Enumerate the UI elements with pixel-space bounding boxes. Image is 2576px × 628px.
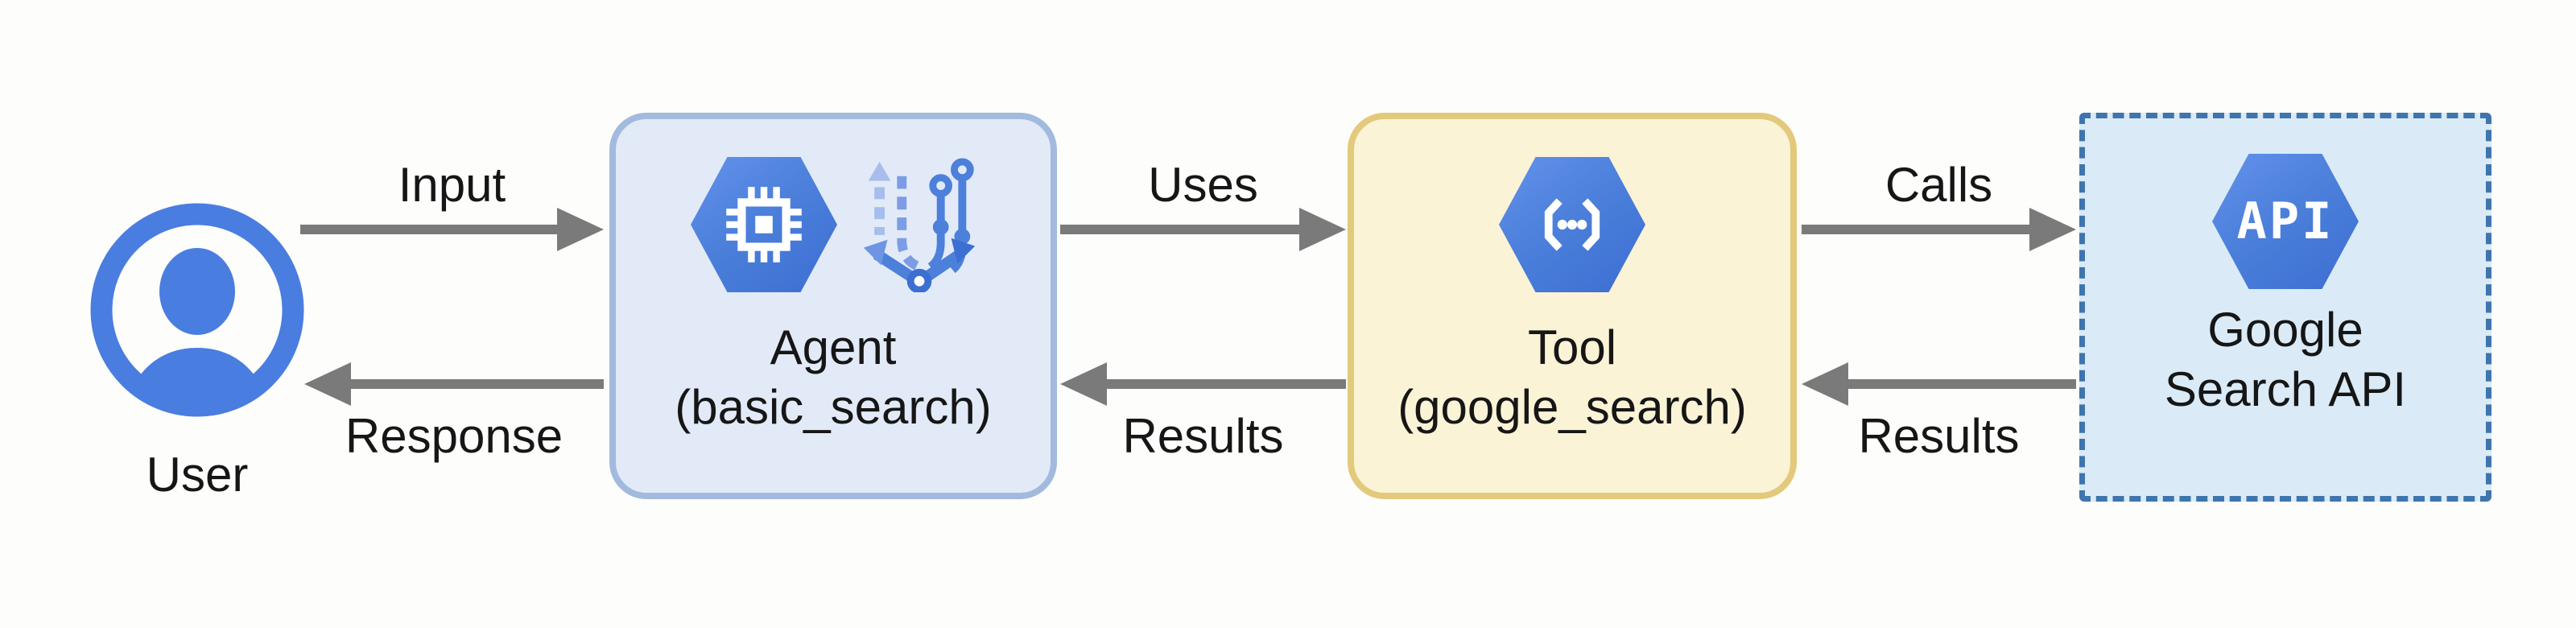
api-subtitle: Search API: [2164, 362, 2407, 416]
arrow-shaft: [300, 225, 565, 234]
arrow-shaft: [1840, 379, 2076, 389]
edge-results-label: Results: [1122, 409, 1284, 463]
edge-uses: Uses: [1060, 161, 1346, 251]
arrowhead-left-icon: [1060, 362, 1107, 406]
edge-input: Input: [300, 161, 604, 251]
arrowhead-right-icon: [1299, 208, 1346, 251]
arrow-shaft: [1099, 379, 1346, 389]
tool-title: Tool: [1527, 320, 1617, 374]
api-hexagon-label: API: [2236, 191, 2334, 250]
node-agent: Agent (basic_search): [609, 113, 1057, 499]
agent-subtitle: (basic_search): [675, 380, 992, 434]
node-user: User: [89, 201, 306, 507]
branch-flow-icon: [863, 158, 976, 292]
arrow-shaft: [1802, 225, 2037, 234]
edge-results-label: Results: [1858, 409, 2020, 463]
arrow-shaft: [1060, 225, 1307, 234]
arrowhead-left-icon: [304, 362, 351, 406]
node-google-search-api: API Google Search API: [2079, 113, 2491, 502]
tool-icon-row: [1499, 157, 1645, 294]
edge-results-tool-agent: Results: [1060, 362, 1346, 461]
arrowhead-right-icon: [2029, 208, 2076, 251]
api-icon-row: API: [2212, 154, 2359, 289]
chip-hexagon-icon: [691, 157, 837, 292]
edge-input-label: Input: [398, 158, 506, 212]
user-icon: [90, 203, 304, 417]
edge-response-label: Response: [345, 409, 564, 463]
tool-subtitle: (google_search): [1397, 380, 1747, 434]
node-tool: Tool (google_search): [1348, 113, 1797, 499]
agent-icon-row: [691, 157, 976, 294]
arrowhead-left-icon: [1802, 362, 1848, 406]
edge-uses-label: Uses: [1148, 158, 1258, 212]
user-label: User: [146, 448, 249, 502]
arrowhead-right-icon: [557, 208, 604, 251]
api-hexagon-icon: API: [2212, 154, 2359, 289]
edge-results-api-tool: Results: [1802, 362, 2076, 461]
edge-response: Response: [304, 362, 604, 461]
edge-calls-label: Calls: [1885, 158, 1993, 212]
api-title: Google: [2207, 303, 2363, 357]
agent-title: Agent: [770, 320, 897, 374]
code-brackets-hexagon-icon: [1499, 157, 1645, 292]
arrow-shaft: [343, 379, 604, 389]
edge-calls: Calls: [1802, 161, 2076, 251]
